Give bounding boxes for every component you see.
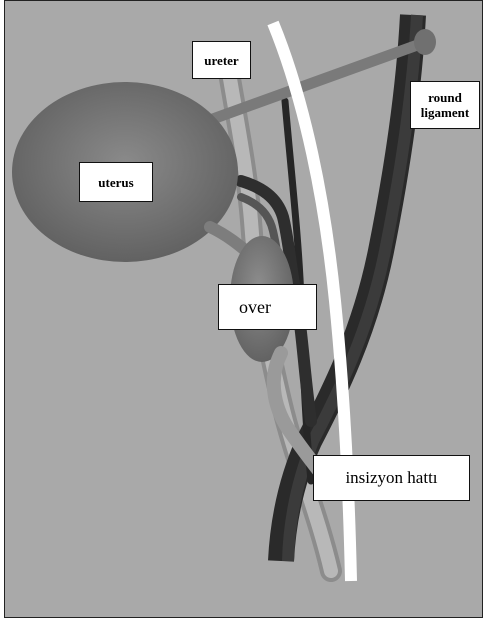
label-incision-line: insizyon hattı bbox=[313, 455, 470, 501]
label-ureter: ureter bbox=[192, 41, 251, 79]
diagram-frame: ureter round ligament uterus over insizy… bbox=[4, 0, 483, 618]
label-round-ligament: round ligament bbox=[410, 81, 480, 129]
round-ligament-end bbox=[414, 29, 436, 55]
label-uterus: uterus bbox=[79, 162, 153, 202]
label-ovary: over bbox=[218, 284, 317, 330]
